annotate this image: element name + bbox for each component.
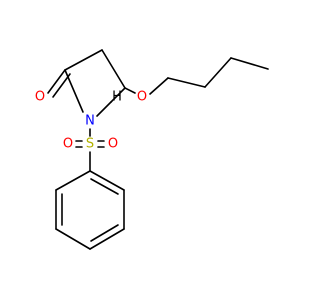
bond-chain-1 xyxy=(167,77,206,88)
atom-o-carbonyl: O xyxy=(35,90,45,105)
atom-h: H xyxy=(112,90,122,105)
bond-c5-n xyxy=(96,101,112,117)
bond-c2-c3 xyxy=(64,49,103,71)
bond-oether-c1 xyxy=(149,77,169,95)
bonds xyxy=(47,49,269,250)
bond-c2-o-1 xyxy=(47,69,66,94)
atom-s: S xyxy=(86,137,94,152)
molecule-structure: O N H O S O O xyxy=(35,49,269,250)
bond-ph-inner-1 xyxy=(90,178,119,195)
bond-chain-2 xyxy=(204,57,232,88)
bond-ph-inner-2 xyxy=(90,224,119,242)
bond-chain-3 xyxy=(230,57,269,70)
bond-ph-6 xyxy=(55,170,91,191)
bond-ph-4 xyxy=(55,228,91,250)
atom-o-ether: O xyxy=(137,90,147,105)
bond-ph-3 xyxy=(89,228,125,250)
bond-c3-c4 xyxy=(101,49,126,89)
atom-labels: O N H O S O O xyxy=(35,90,147,152)
bond-ph-1 xyxy=(89,170,125,191)
bond-c5-oether xyxy=(124,87,136,94)
atom-n: N xyxy=(85,114,95,129)
atom-o-sulfonyl-left: O xyxy=(63,137,73,152)
bond-c4-c5 xyxy=(110,87,126,103)
bond-c2-o-2 xyxy=(52,73,71,98)
atom-o-sulfonyl-right: O xyxy=(108,137,118,152)
